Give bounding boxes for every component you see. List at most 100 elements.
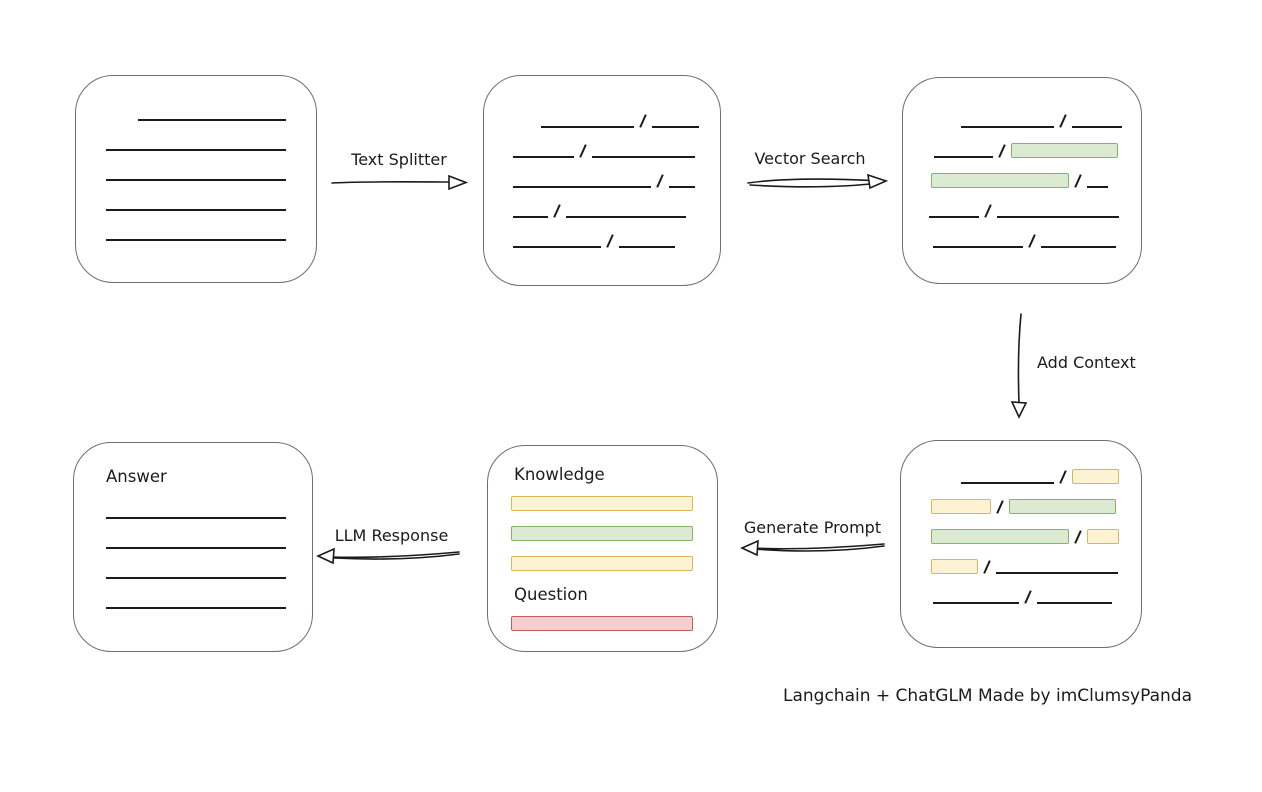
text-line [652,126,699,128]
llm-response-label: LLM Response [334,526,449,545]
chunk-row [76,91,316,121]
chunk-row [106,519,312,549]
chunk-row [901,544,1141,574]
answer-label: Answer [106,467,167,486]
chunk-row [106,489,312,519]
text-line [933,602,1019,604]
chunk-row [76,211,316,241]
chunk-row [901,454,1141,484]
chunk-row [484,158,720,188]
text-line [929,216,979,218]
yellow-highlight [931,499,991,514]
slash-separator [1028,234,1036,248]
text-line [669,186,695,188]
context-box [900,440,1142,648]
text-line [592,156,695,158]
text-line [961,126,1054,128]
text-line [106,239,286,241]
green-highlight [931,173,1069,188]
chunk-row [511,481,717,511]
credit-text: Langchain + ChatGLM Made by imClumsyPand… [783,686,1192,706]
text-splitter-label: Text Splitter [351,150,447,169]
text-line [1037,602,1112,604]
yellow-highlight [511,556,693,571]
text-line [513,186,651,188]
yellow-highlight [1072,469,1119,484]
chunked-text-box [483,75,721,286]
text-line [513,156,574,158]
knowledge-label: Knowledge [514,465,605,484]
add-context-arrow [1010,313,1028,419]
chunk-row [511,511,717,541]
text-line [106,149,286,151]
slash-separator [983,560,991,574]
chunk-row [511,601,717,631]
chunk-row [484,218,720,248]
text-line [106,577,286,579]
green-highlight [1009,499,1116,514]
generate-prompt-arrow [740,539,885,557]
slash-separator [998,144,1006,158]
text-line [619,246,675,248]
chunk-row [76,121,316,151]
slash-separator [606,234,614,248]
green-highlight [1011,143,1118,158]
chunk-row [76,151,316,181]
vector-search-label: Vector Search [754,149,866,168]
text-line [996,572,1118,574]
slash-separator [1074,174,1082,188]
text-line [106,179,286,181]
yellow-highlight [931,559,978,574]
slash-separator [1059,470,1067,484]
answer-lines [106,489,312,609]
slash-separator [996,500,1004,514]
text-line [541,126,634,128]
chunk-row [903,98,1141,128]
chunk-row [903,218,1141,248]
yellow-highlight [1087,529,1119,544]
chunk-row [484,98,720,128]
text-line [566,216,686,218]
green-highlight [511,526,693,541]
vector-search-arrow [747,173,889,190]
red-highlight [511,616,693,631]
slash-separator [984,204,992,218]
llm-response-arrow [316,547,460,565]
generate-prompt-label: Generate Prompt [743,518,882,537]
add-context-label: Add Context [1037,353,1136,372]
text-line [106,209,286,211]
chunk-row [901,514,1141,544]
text-line [934,156,993,158]
text-line [1072,126,1122,128]
retrieved-chunk-lines [903,98,1141,248]
text-line [933,246,1023,248]
knowledge-bars [511,481,717,571]
slash-separator [1074,530,1082,544]
context-chunk-lines [901,454,1141,604]
chunk-row [484,188,720,218]
chunk-row [106,549,312,579]
text-splitter-arrow [331,174,469,191]
chunk-row [903,128,1141,158]
text-line [1041,246,1116,248]
slash-separator [639,114,647,128]
text-line [138,119,286,121]
document-lines [76,91,316,241]
prompt-box: Knowledge Question [487,445,718,652]
chunk-lines [484,98,720,248]
text-line [106,547,286,549]
question-bar [511,601,717,631]
chunk-row [511,541,717,571]
vector-search-result-box [902,77,1142,284]
answer-box: Answer [73,442,313,652]
text-line [1087,186,1108,188]
slash-separator [656,174,664,188]
text-line [106,517,286,519]
text-line [997,216,1119,218]
text-line [513,246,601,248]
chunk-row [901,484,1141,514]
chunk-row [901,574,1141,604]
chunk-row [76,181,316,211]
text-line [513,216,548,218]
